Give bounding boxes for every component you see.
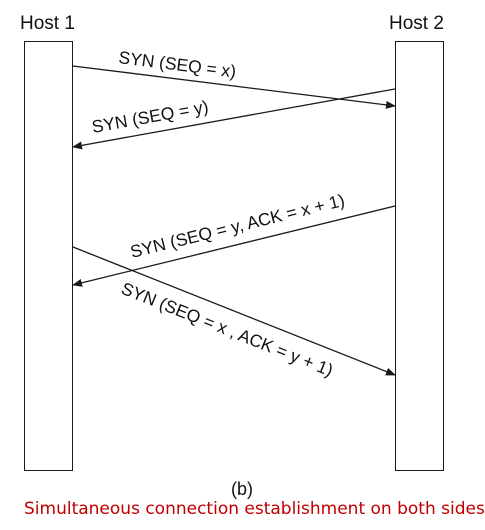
message-1-arrow [72, 65, 396, 109]
host-1-timeline [24, 41, 73, 471]
message-4-arrow [72, 246, 396, 376]
figure-caption: Simultaneous connection establishment on… [24, 499, 485, 519]
message-3-arrow [72, 205, 396, 287]
message-4-label: SYN (SEQ = x , ACK = y + 1) [119, 278, 336, 380]
part-label: (b) [231, 479, 253, 499]
host-2-label: Host 2 [389, 13, 444, 34]
message-1-label: SYN (SEQ = x) [118, 47, 238, 81]
message-2-label: SYN (SEQ = y) [90, 96, 210, 137]
message-2-arrow [72, 88, 396, 150]
host-2-timeline [395, 41, 444, 471]
host-1-label: Host 1 [20, 13, 75, 34]
